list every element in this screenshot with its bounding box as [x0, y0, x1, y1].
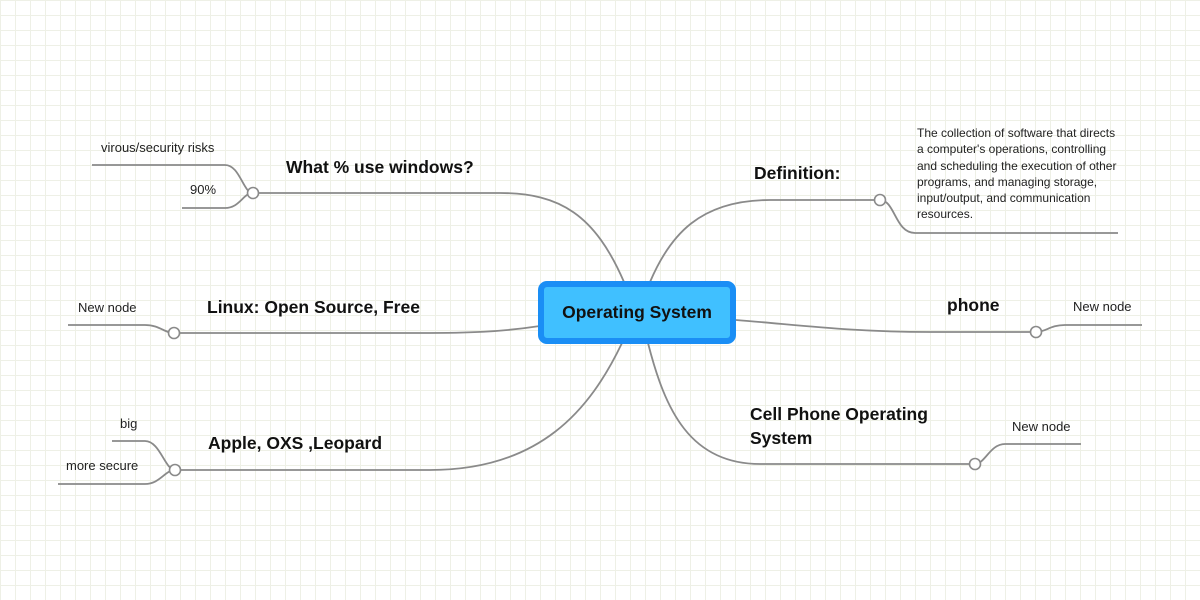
- knob-apple: [168, 463, 182, 477]
- edge-linux: [174, 325, 541, 334]
- edge-definition: [649, 199, 880, 283]
- central-topic-label: Operating System: [562, 302, 712, 322]
- topic-linux[interactable]: Linux: Open Source, Free: [207, 297, 420, 317]
- subtopic-90-percent[interactable]: 90%: [190, 182, 217, 197]
- subtopic-more-secure[interactable]: more secure: [66, 458, 139, 473]
- topic-phone[interactable]: phone: [947, 295, 1000, 315]
- knob-cellphone: [968, 457, 982, 471]
- topic-definition[interactable]: Definition:: [754, 163, 841, 183]
- knob-windows: [246, 186, 260, 200]
- edge-virous: [92, 164, 254, 194]
- edge-phone-new: [1035, 324, 1142, 333]
- subtopic-virous-risks[interactable]: virous/security risks: [101, 140, 215, 155]
- knob-definition: [873, 193, 887, 207]
- topic-cellphone[interactable]: Cell Phone Operating System: [750, 404, 928, 448]
- edge-windows: [253, 192, 625, 283]
- subtopic-cell-new-node[interactable]: New node: [1012, 419, 1071, 434]
- edge-cell-new: [974, 443, 1081, 465]
- central-topic[interactable]: Operating System: [538, 281, 736, 344]
- subtopic-definition-text[interactable]: The collection of software that directs …: [917, 126, 1117, 222]
- edge-linux-new: [68, 324, 175, 334]
- knob-phone: [1029, 325, 1043, 339]
- edge-cellphone: [647, 342, 975, 465]
- edge-apple: [175, 342, 623, 471]
- topic-apple[interactable]: Apple, OXS ,Leopard: [208, 433, 383, 453]
- knob-linux: [167, 326, 181, 340]
- edge-phone: [735, 319, 1036, 333]
- subtopic-phone-new-node[interactable]: New node: [1073, 299, 1132, 314]
- topic-windows[interactable]: What % use windows?: [286, 157, 474, 177]
- subtopic-linux-new-node[interactable]: New node: [78, 300, 137, 315]
- subtopic-big[interactable]: big: [120, 416, 138, 431]
